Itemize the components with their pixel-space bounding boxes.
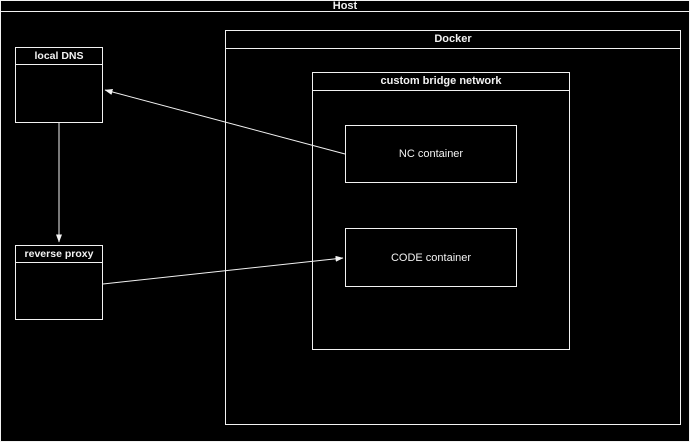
nc-container-label: NC container [398,148,464,160]
reverse-proxy-box: reverse proxy [15,245,103,320]
code-container-box: CODE container [345,228,517,287]
nc-container-box: NC container [345,125,517,183]
bridge-network-container: custom bridge network [312,72,570,350]
bridge-network-title: custom bridge network [313,73,569,91]
docker-container: Docker [225,30,681,425]
code-container-label: CODE container [390,251,472,264]
docker-title: Docker [226,31,680,49]
reverse-proxy-title: reverse proxy [16,246,102,263]
host-title: Host [1,1,689,12]
local-dns-title: local DNS [16,48,102,65]
local-dns-box: local DNS [15,47,103,123]
